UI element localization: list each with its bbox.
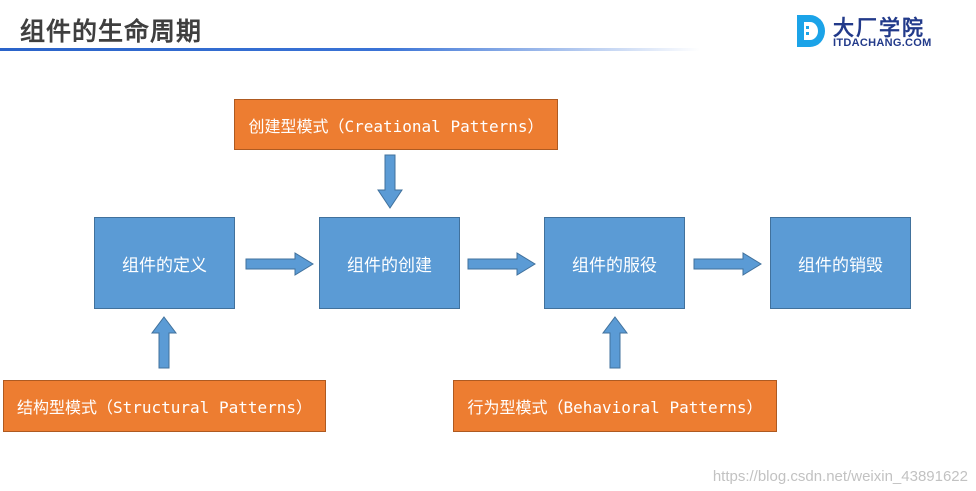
- creational-patterns-label: 创建型模式（Creational Patterns）: [248, 116, 544, 136]
- logo-d-icon: [797, 15, 825, 47]
- stage-destroy-label: 组件的销毁: [798, 255, 883, 276]
- title-underline: [0, 48, 700, 51]
- right-arrow-icon: [467, 252, 536, 276]
- logo-domain: ITDACHANG.COM: [833, 37, 932, 49]
- creational-patterns-box: 创建型模式（Creational Patterns）: [234, 99, 558, 150]
- logo: 大厂学院 ITDACHANG.COM: [793, 12, 963, 52]
- structural-patterns-box: 结构型模式（Structural Patterns）: [3, 380, 326, 432]
- up-arrow-icon: [151, 316, 177, 369]
- logo-chinese-name: 大厂学院: [833, 16, 925, 40]
- up-arrow-icon: [602, 316, 628, 369]
- stage-create-box: 组件的创建: [319, 217, 460, 309]
- stage-create-label: 组件的创建: [347, 255, 432, 276]
- stage-define-label: 组件的定义: [122, 255, 207, 276]
- down-arrow-icon: [377, 154, 403, 209]
- stage-serve-label: 组件的服役: [572, 255, 657, 276]
- behavioral-patterns-label: 行为型模式（Behavioral Patterns）: [467, 398, 763, 417]
- right-arrow-icon: [245, 252, 314, 276]
- stage-define-box: 组件的定义: [94, 217, 235, 309]
- watermark: https://blog.csdn.net/weixin_43891622: [712, 468, 968, 485]
- stage-destroy-box: 组件的销毁: [770, 217, 911, 309]
- right-arrow-icon: [693, 252, 762, 276]
- behavioral-patterns-box: 行为型模式（Behavioral Patterns）: [453, 380, 777, 432]
- structural-patterns-label: 结构型模式（Structural Patterns）: [16, 398, 313, 417]
- stage-serve-box: 组件的服役: [544, 217, 685, 309]
- page-title: 组件的生命周期: [20, 17, 203, 46]
